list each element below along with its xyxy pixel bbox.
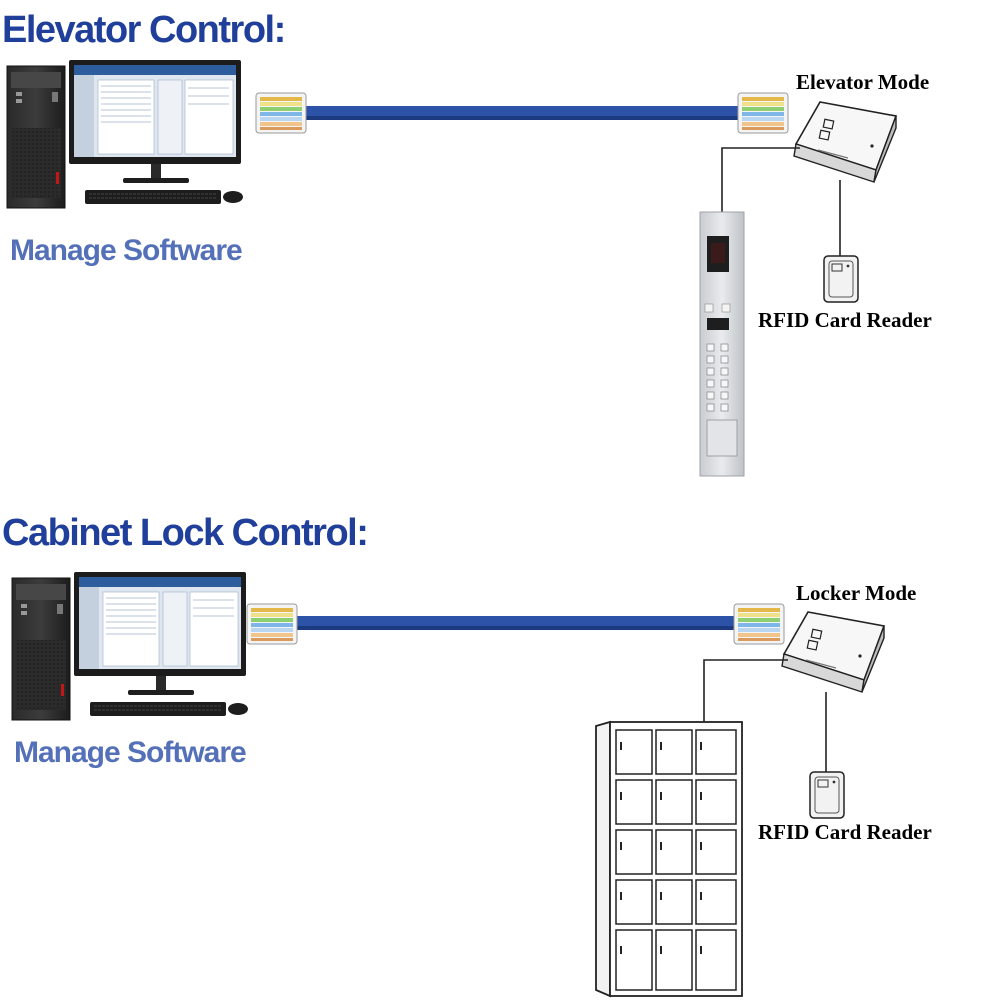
software-label: Manage Software [14,736,246,769]
section-title: Elevator Control: [2,9,285,51]
elevator-panel-icon [699,211,745,477]
locker-cabinet-icon [595,720,743,998]
reader-label: RFID Card Reader [758,820,932,844]
rfid-reader-icon [823,255,859,303]
section-title: Cabinet Lock Control: [2,512,367,554]
rj45-plug-icon [737,92,789,134]
computer-set [11,571,249,721]
controller-box-icon [793,101,897,183]
network-cable [292,616,742,630]
rj45-plug-icon [733,603,785,645]
module-label: Elevator Mode [796,70,929,94]
wire [703,659,788,728]
wire [721,147,800,212]
controller-box-icon [781,611,885,693]
rj45-plug-icon [255,92,307,134]
rj45-plug-icon [246,603,298,645]
module-label: Locker Mode [796,581,916,605]
rfid-reader-icon [809,771,845,819]
software-label: Manage Software [10,234,242,267]
computer-set [6,59,244,209]
reader-label: RFID Card Reader [758,308,932,332]
network-cable [300,106,748,120]
